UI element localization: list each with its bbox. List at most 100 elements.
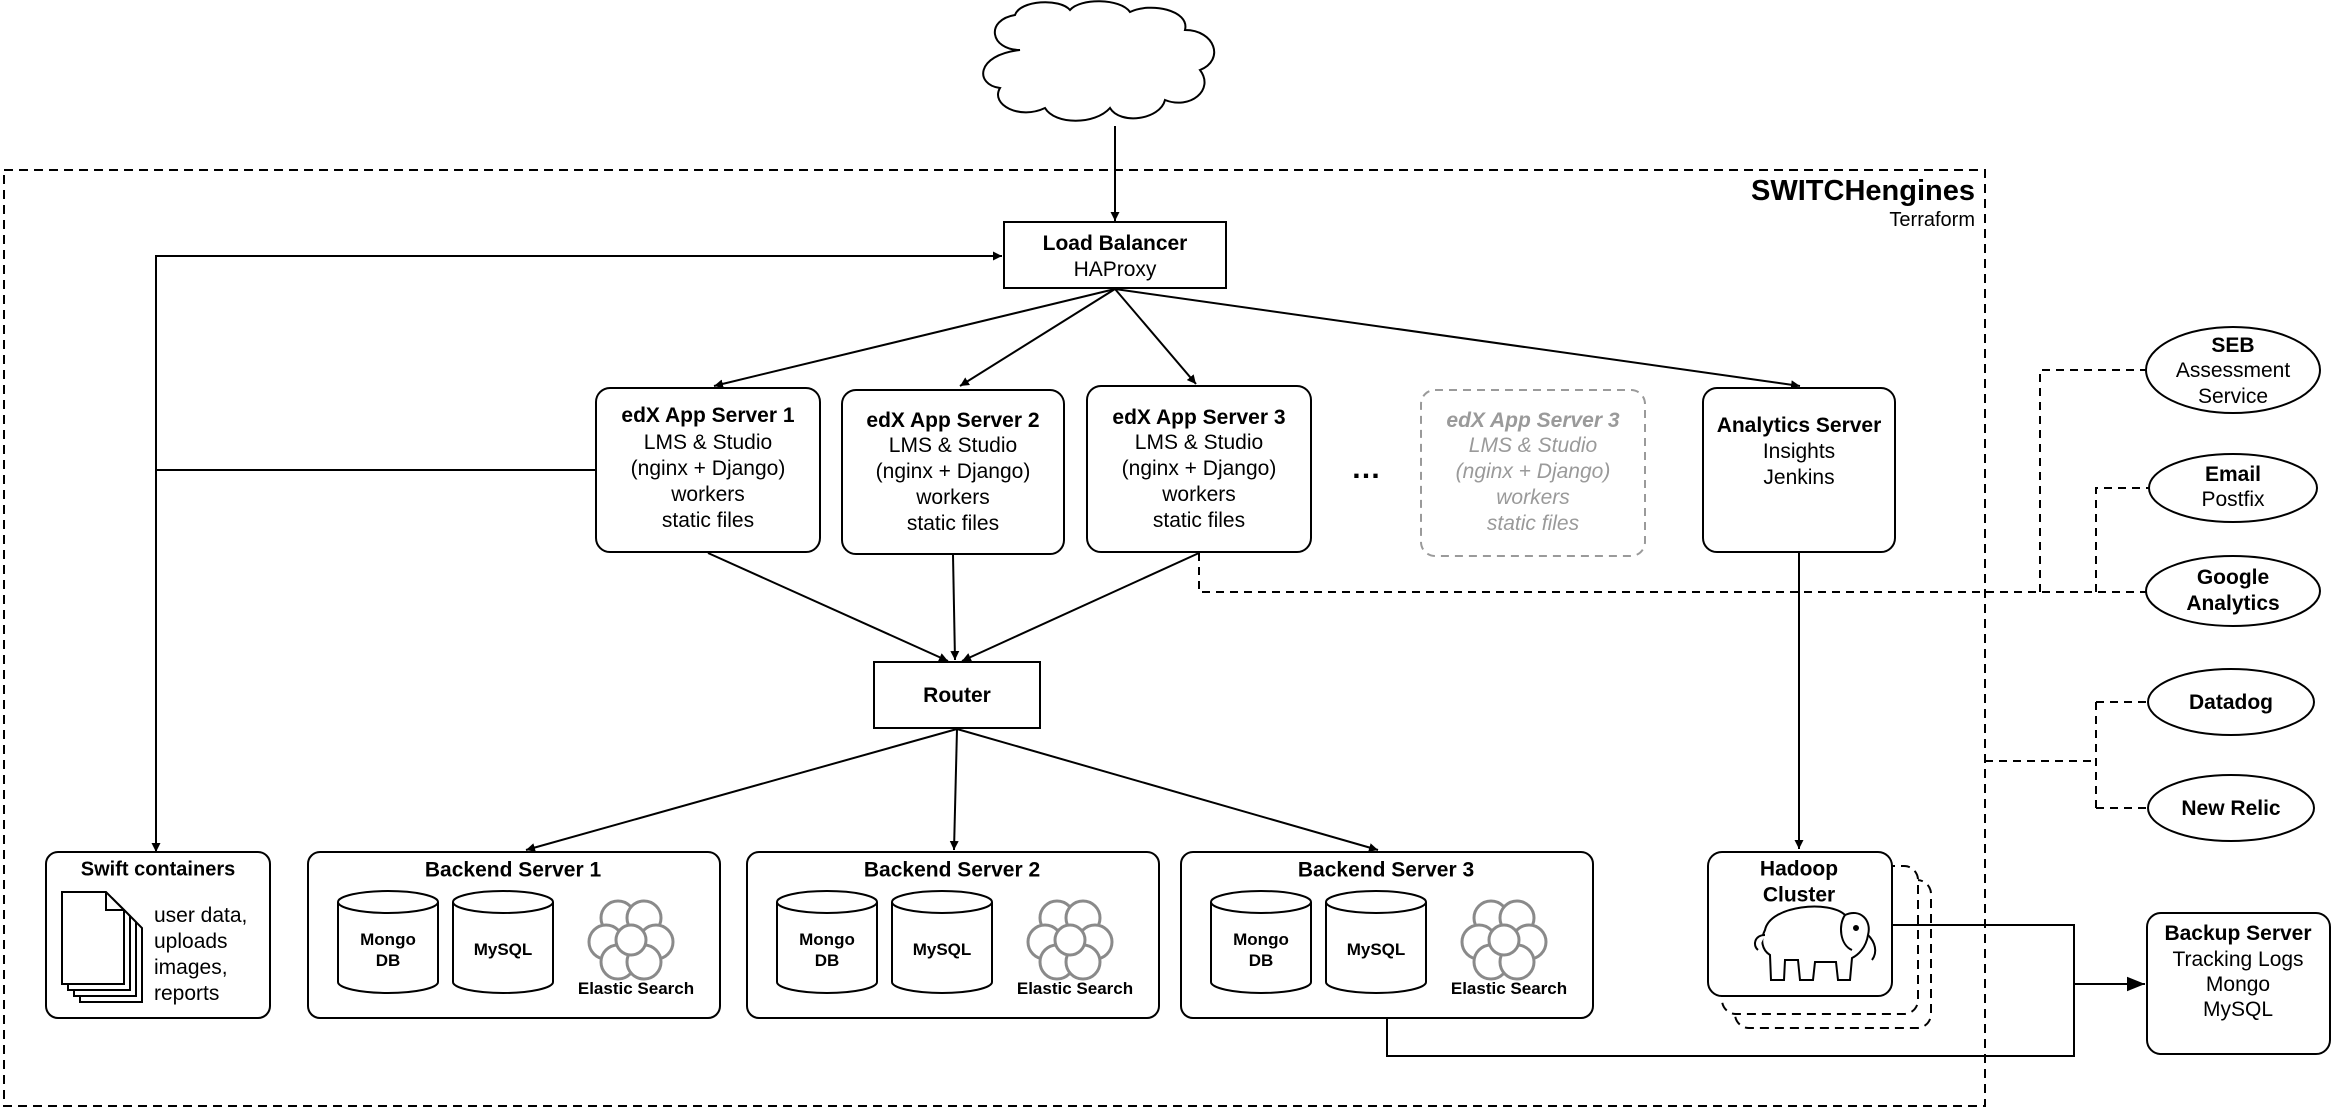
app-server-line: LMS & Studio	[644, 431, 772, 454]
router-to-backend2-arrow	[949, 728, 959, 851]
ghost-server-line: (nginx + Django)	[1456, 460, 1611, 483]
router-to-backend1-arrow	[525, 728, 958, 852]
mongo-label: Mongo	[360, 930, 416, 949]
backend-server-1[interactable]: Backend Server 1 Mongo DB MySQL Elastic …	[307, 851, 721, 1019]
analytics-title: Analytics Server	[1717, 414, 1882, 437]
app-server-line: workers	[1161, 483, 1236, 506]
analytics-line: Jenkins	[1763, 466, 1834, 489]
backup-title: Backup Server	[2164, 922, 2311, 945]
backend-title: Backend Server 1	[425, 859, 602, 882]
mongo-db-cylinder-icon	[776, 890, 878, 994]
backend-title: Backend Server 3	[1298, 859, 1474, 882]
app2-to-router-arrow	[950, 554, 960, 661]
swift-title: Swift containers	[81, 858, 235, 880]
app-server-line: static files	[1153, 509, 1245, 532]
service-line: Assessment	[2176, 359, 2291, 382]
datadog-service[interactable]: Datadog	[2147, 668, 2315, 736]
elastic-search-icon	[1026, 899, 1114, 981]
app-server-title: edX App Server 3	[1112, 406, 1285, 429]
switchengines-region	[3, 169, 1986, 1107]
seb-assessment-service[interactable]: SEB Assessment Service	[2145, 326, 2321, 414]
ghost-server-title: edX App Server 3	[1446, 409, 1619, 432]
mysql-label: MySQL	[1347, 940, 1406, 959]
swift-containers[interactable]: Swift containers user data, uploads imag…	[45, 851, 271, 1019]
backup-connectors	[1386, 924, 2145, 1057]
load-balancer-title: Load Balancer	[1043, 232, 1188, 255]
elastic-label: Elastic Search	[578, 979, 694, 998]
mysql-cylinder-icon	[1325, 890, 1427, 994]
elastic-label: Elastic Search	[1017, 979, 1133, 998]
lb-to-analytics-arrow	[1114, 288, 1801, 390]
mongo-label: DB	[815, 951, 840, 970]
swift-line: reports	[154, 982, 219, 1005]
router-box[interactable]: Router	[873, 661, 1041, 729]
service-line: Postfix	[2201, 488, 2265, 511]
backup-server[interactable]: Backup Server Tracking Logs Mongo MySQL	[2146, 912, 2331, 1055]
external-connectors	[1198, 369, 2150, 809]
region-subtitle: Terraform	[1889, 209, 1975, 231]
mongo-db-cylinder-icon	[1210, 890, 1312, 994]
app-server-title: edX App Server 2	[866, 409, 1039, 432]
backup-line: Mongo	[2206, 973, 2270, 996]
ghost-server-line: workers	[1496, 486, 1570, 509]
mysql-label: MySQL	[913, 940, 972, 959]
service-line: Service	[2198, 385, 2268, 408]
lb-to-app3-arrow	[1114, 288, 1197, 385]
hadoop-cluster[interactable]: Hadoop Cluster	[1707, 851, 1932, 1029]
mongo-db-cylinder-icon	[337, 890, 439, 994]
new-relic-service[interactable]: New Relic	[2147, 774, 2315, 842]
app-server-line: workers	[915, 486, 990, 509]
swift-line: uploads	[154, 930, 228, 953]
mysql-cylinder-icon	[452, 890, 554, 994]
lb-to-app2-arrow	[959, 288, 1116, 387]
router-title: Router	[923, 684, 991, 707]
swift-line: images,	[154, 956, 228, 979]
hadoop-title: Hadoop	[1760, 858, 1838, 881]
mysql-label: MySQL	[474, 940, 533, 959]
analytics-server[interactable]: Analytics Server Insights Jenkins	[1702, 387, 1896, 553]
backup-line: MySQL	[2203, 998, 2273, 1021]
load-balancer-subtitle: HAProxy	[1074, 258, 1157, 281]
ghost-server-line: LMS & Studio	[1469, 434, 1598, 457]
service-title: SEB	[2211, 334, 2254, 357]
service-line: Analytics	[2186, 592, 2279, 615]
service-title: Google	[2197, 566, 2269, 589]
swift-line: user data,	[154, 904, 247, 927]
mongo-label: Mongo	[1233, 930, 1289, 949]
elastic-search-icon	[587, 899, 675, 981]
analytics-line: Insights	[1763, 440, 1835, 463]
document-stack-icon	[61, 891, 143, 1003]
service-title: Email	[2205, 463, 2261, 486]
app-server-line: static files	[662, 509, 754, 532]
hadoop-title: Cluster	[1763, 884, 1835, 907]
app-server-line: LMS & Studio	[889, 434, 1017, 457]
elastic-search-icon	[1460, 899, 1548, 981]
elastic-label: Elastic Search	[1451, 979, 1567, 998]
app-server-line: workers	[670, 483, 745, 506]
router-to-backend3-arrow	[956, 728, 1379, 852]
app3-to-router-arrow	[961, 552, 1200, 662]
backend-server-2[interactable]: Backend Server 2 Mongo DB MySQL Elastic …	[746, 851, 1160, 1019]
service-title: New Relic	[2181, 797, 2281, 820]
app-server-2[interactable]: edX App Server 2 LMS & Studio (nginx + D…	[841, 389, 1065, 555]
load-balancer-box[interactable]: Load Balancer HAProxy	[1003, 221, 1227, 289]
lb-to-app1-arrow	[713, 288, 1116, 389]
loop-to-lb-line	[155, 251, 1002, 852]
service-title: Datadog	[2189, 691, 2273, 714]
backend-title: Backend Server 2	[864, 859, 1040, 882]
backend-server-3[interactable]: Backend Server 3 Mongo DB MySQL Elastic …	[1180, 851, 1594, 1019]
ghost-server-line: static files	[1487, 512, 1580, 535]
email-postfix-service[interactable]: Email Postfix	[2148, 453, 2318, 523]
mongo-label: DB	[376, 951, 401, 970]
internet-cloud-icon	[982, 0, 1216, 122]
region-title: SWITCHengines	[1751, 175, 1975, 207]
app-server-3[interactable]: edX App Server 3 LMS & Studio (nginx + D…	[1086, 385, 1312, 553]
app-server-line: LMS & Studio	[1135, 431, 1263, 454]
app-server-line: (nginx + Django)	[876, 460, 1031, 483]
google-analytics-service[interactable]: Google Analytics	[2145, 555, 2321, 627]
app-server-line: static files	[907, 512, 999, 535]
app1-to-router-arrow	[707, 552, 949, 662]
app-server-placeholder: edX App Server 3 LMS & Studio (nginx + D…	[1420, 389, 1646, 557]
app-server-1[interactable]: edX App Server 1 LMS & Studio (nginx + D…	[595, 387, 821, 553]
